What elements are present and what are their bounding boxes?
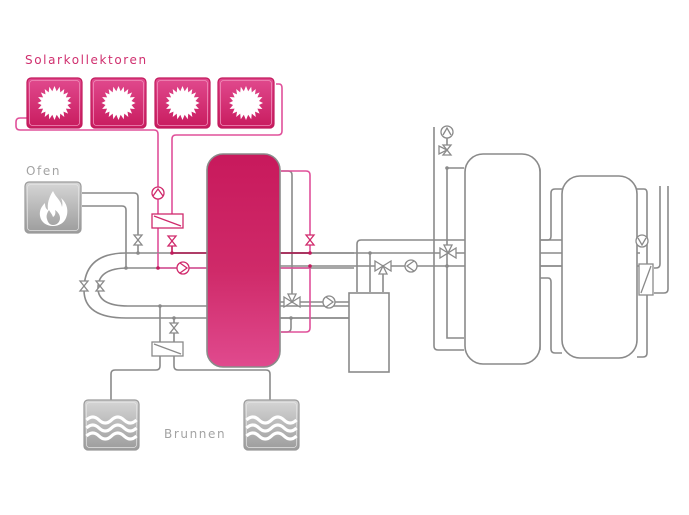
- valve-icon[interactable]: [166, 235, 178, 247]
- pump-icon[interactable]: [440, 125, 454, 139]
- wells-label: Brunnen: [164, 427, 226, 441]
- oven-label: Ofen: [26, 164, 61, 178]
- pipe-junctions: [124, 166, 449, 320]
- pump-icon[interactable]: [322, 295, 336, 309]
- pump-icon[interactable]: [151, 186, 165, 200]
- well-right[interactable]: [243, 399, 300, 451]
- flame-icon: [39, 191, 68, 226]
- boiler-unit[interactable]: [348, 292, 390, 373]
- solar-collector-4[interactable]: [217, 77, 275, 129]
- solar-collectors-label: Solarkollektoren: [25, 53, 148, 67]
- three-way-valve-icon[interactable]: [283, 293, 301, 309]
- solar-collector-2[interactable]: [90, 77, 147, 129]
- pump-icon[interactable]: [176, 261, 190, 275]
- valve-icon[interactable]: [168, 322, 180, 334]
- three-way-valve-icon[interactable]: [439, 244, 457, 260]
- pump-icon[interactable]: [635, 234, 649, 248]
- three-way-valve-icon[interactable]: [374, 259, 392, 275]
- well-left[interactable]: [83, 399, 140, 451]
- buffer-storage-tank[interactable]: [206, 153, 281, 368]
- heat-exchanger-icon[interactable]: [151, 341, 184, 357]
- valve-icon[interactable]: [132, 234, 144, 246]
- fittings: [78, 125, 654, 357]
- three-way-valve-icon[interactable]: [438, 144, 453, 156]
- solar-collector-1[interactable]: [26, 77, 83, 129]
- solar-collector-3[interactable]: [154, 77, 211, 129]
- pump-icon[interactable]: [404, 259, 418, 273]
- solar-loop-pipes: [15, 83, 283, 253]
- solar-collectors: [26, 77, 275, 129]
- valve-icon[interactable]: [78, 280, 90, 292]
- secondary-tank-b[interactable]: [561, 175, 638, 359]
- secondary-tank-a[interactable]: [464, 153, 541, 365]
- valve-icon[interactable]: [304, 234, 316, 246]
- valve-icon[interactable]: [94, 280, 106, 292]
- heat-exchanger-icon[interactable]: [151, 213, 184, 229]
- oven[interactable]: [24, 181, 82, 234]
- heat-exchanger-icon[interactable]: [638, 263, 654, 296]
